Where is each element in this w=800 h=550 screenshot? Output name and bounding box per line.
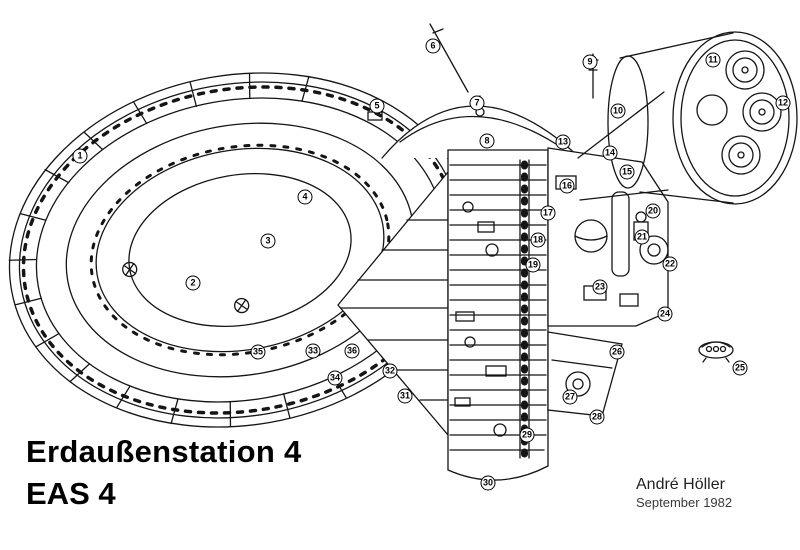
thruster-nozzle: [742, 92, 782, 132]
thruster-nozzle: [725, 50, 765, 90]
hatch-fan-icon: [122, 261, 138, 278]
title-block: Erdaußenstation 4 EAS 4: [26, 434, 302, 512]
engine-module: [577, 31, 798, 205]
equipment-bay: [547, 147, 669, 327]
poster-title: Erdaußenstation 4: [26, 434, 302, 469]
cylindrical-tank: [611, 191, 630, 277]
credit-block: André Höller September 1982: [636, 476, 732, 510]
credit-date: September 1982: [636, 495, 733, 510]
credit-name: André Höller: [636, 476, 725, 493]
thruster-nozzle: [696, 94, 728, 126]
antenna-icon: [587, 53, 599, 99]
dish-antenna-icon: [639, 235, 669, 265]
ladder: [519, 159, 530, 460]
window-band-inner: [89, 143, 391, 357]
core-cylinder: [447, 149, 549, 481]
thruster-nozzle: [721, 135, 761, 175]
lower-pod: [547, 331, 623, 417]
small-spacecraft: [698, 341, 734, 363]
poster-subtitle: EAS 4: [26, 476, 116, 511]
cutaway-wedge: [337, 170, 449, 437]
antenna-icon: [429, 23, 469, 93]
hatch-fan-icon: [234, 297, 250, 314]
